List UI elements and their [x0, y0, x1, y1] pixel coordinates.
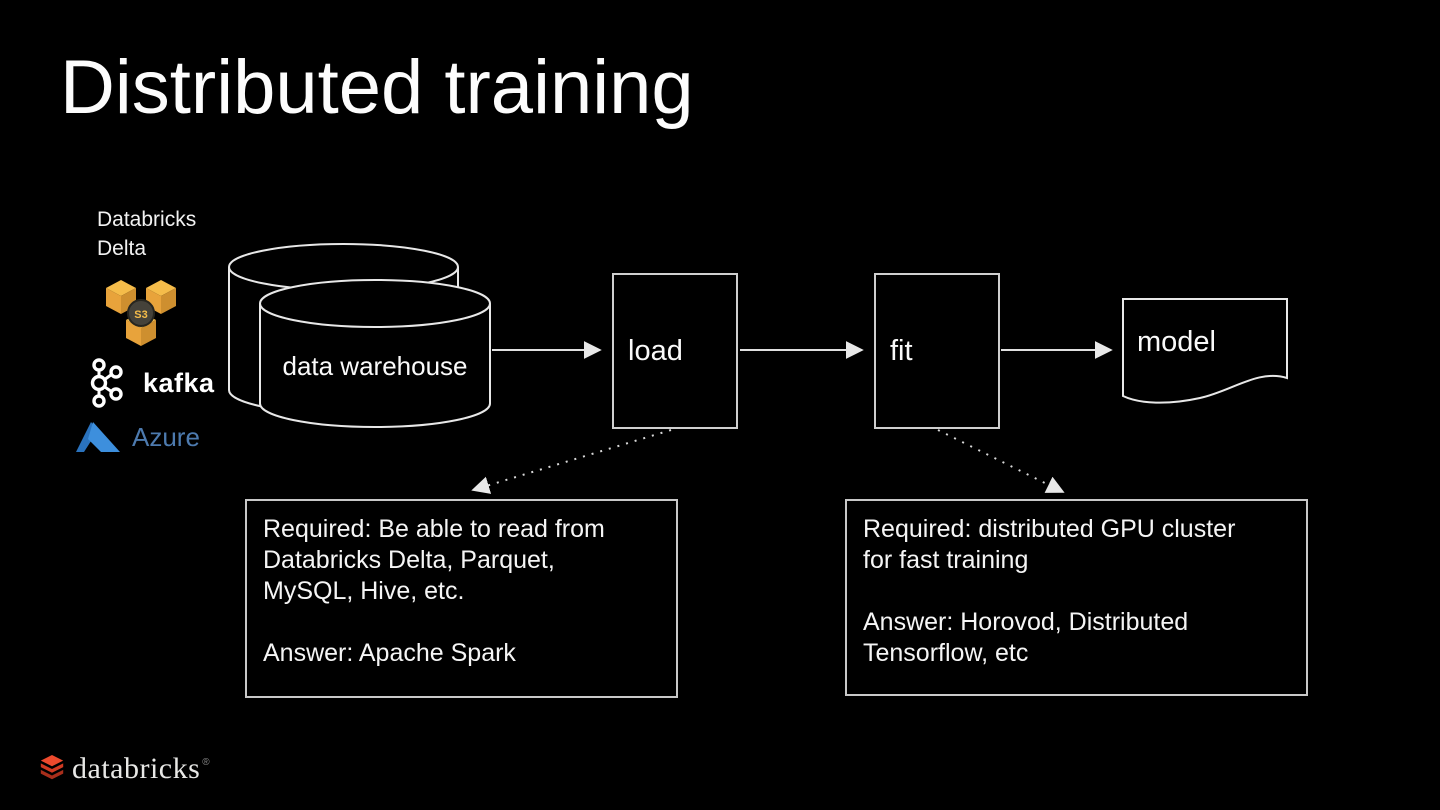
databricks-logo: databricks ® [38, 752, 210, 786]
databricks-wordmark: databricks [72, 752, 201, 785]
s3-badge-label: S3 [134, 309, 147, 321]
connector-load-to-note [471, 429, 672, 494]
azure-label: Azure [132, 421, 200, 452]
data-warehouse-label: data warehouse [282, 351, 468, 381]
kafka-label: kafka [143, 367, 215, 398]
model-label: model [1137, 326, 1216, 358]
databricks-delta-label: Databricks Delta [97, 208, 197, 260]
load-label: load [628, 334, 683, 367]
kafka-logo: kafka [84, 356, 215, 410]
connector-fit-to-note [937, 429, 1065, 493]
trademark-symbol: ® [202, 757, 210, 768]
database-cylinder-front [259, 279, 491, 428]
databricks-icon [40, 755, 64, 780]
fit-box: fit [874, 273, 1000, 429]
aws-s3-icon: S3 [106, 280, 176, 346]
model-document-shape [1122, 298, 1288, 404]
page-title: Distributed training [60, 45, 694, 130]
note-connectors [471, 429, 1065, 494]
azure-logo: Azure [76, 419, 200, 455]
load-requirements-note: Required: Be able to read from Databrick… [245, 499, 678, 698]
fit-label: fit [890, 334, 913, 367]
azure-icon [76, 422, 120, 452]
load-box: load [612, 273, 738, 429]
fit-requirements-note: Required: distributed GPU cluster for fa… [845, 499, 1308, 696]
kafka-icon [90, 358, 123, 408]
